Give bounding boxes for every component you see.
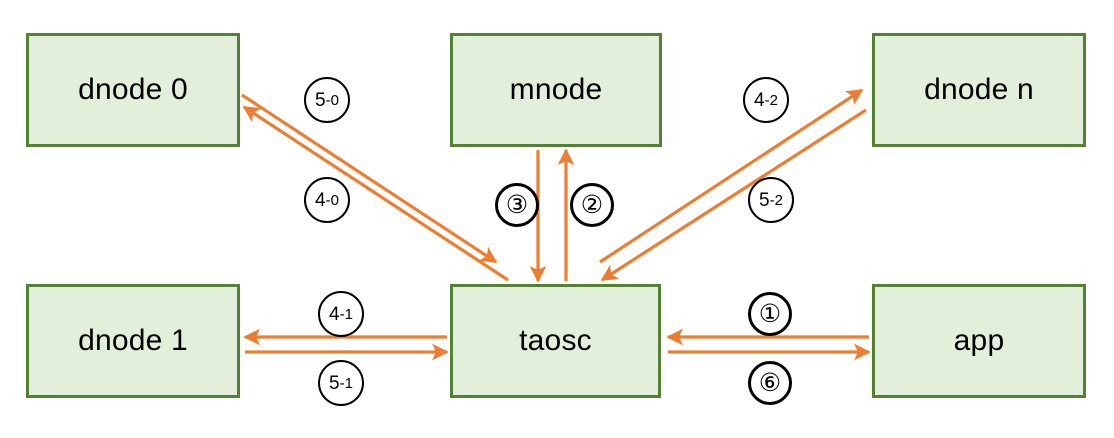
- edge-badge-6: ⑥: [748, 361, 792, 405]
- edge-badge-5-1-num: 5: [329, 372, 340, 394]
- edge-badge-4-0-sub: -0: [325, 191, 339, 209]
- node-dnoden[interactable]: dnode n: [872, 33, 1086, 147]
- edge-badge-1: ①: [748, 292, 792, 336]
- edge-badge-5-1: 5-1: [318, 360, 364, 406]
- edge-badge-5-0: 5-0: [304, 77, 350, 123]
- edge-badge-4-1: 4-1: [318, 291, 364, 337]
- edge-badge-5-1-sub: -1: [339, 374, 353, 392]
- edge-badge-6-label: ⑥: [758, 368, 782, 397]
- node-app-label: app: [953, 324, 1005, 357]
- node-dnode0[interactable]: dnode 0: [26, 33, 240, 147]
- edge-badge-5-2-sub: -2: [769, 191, 783, 209]
- edge-badge-4-0-num: 4: [315, 189, 326, 211]
- edge-badge-2-label: ②: [580, 190, 604, 219]
- node-taosc[interactable]: taosc: [450, 284, 661, 398]
- edge-badge-3: ③: [495, 183, 539, 227]
- edge-badge-5-0-num: 5: [315, 89, 326, 111]
- edge-badge-4-2-num: 4: [754, 89, 765, 111]
- edge-badge-5-2-num: 5: [759, 189, 770, 211]
- node-dnode1-label: dnode 1: [78, 324, 188, 357]
- node-taosc-label: taosc: [519, 324, 592, 357]
- node-dnode1[interactable]: dnode 1: [26, 284, 240, 398]
- node-mnode[interactable]: mnode: [450, 33, 662, 147]
- edge-badge-4-2: 4-2: [743, 77, 789, 123]
- edge-badge-2: ②: [570, 183, 614, 227]
- edge-badge-5-0-sub: -0: [325, 91, 339, 109]
- edge-badge-4-1-sub: -1: [339, 305, 353, 323]
- edge-badge-4-2-sub: -2: [764, 91, 778, 109]
- node-dnode0-label: dnode 0: [78, 73, 188, 106]
- edge-badge-4-0: 4-0: [304, 177, 350, 223]
- edge-badge-3-label: ③: [505, 190, 529, 219]
- edge-badge-5-2: 5-2: [748, 177, 794, 223]
- edge-badge-1-label: ①: [758, 299, 782, 328]
- node-mnode-label: mnode: [509, 73, 603, 106]
- node-app[interactable]: app: [872, 284, 1086, 398]
- node-dnoden-label: dnode n: [924, 73, 1034, 106]
- edge-badge-4-1-num: 4: [329, 303, 340, 325]
